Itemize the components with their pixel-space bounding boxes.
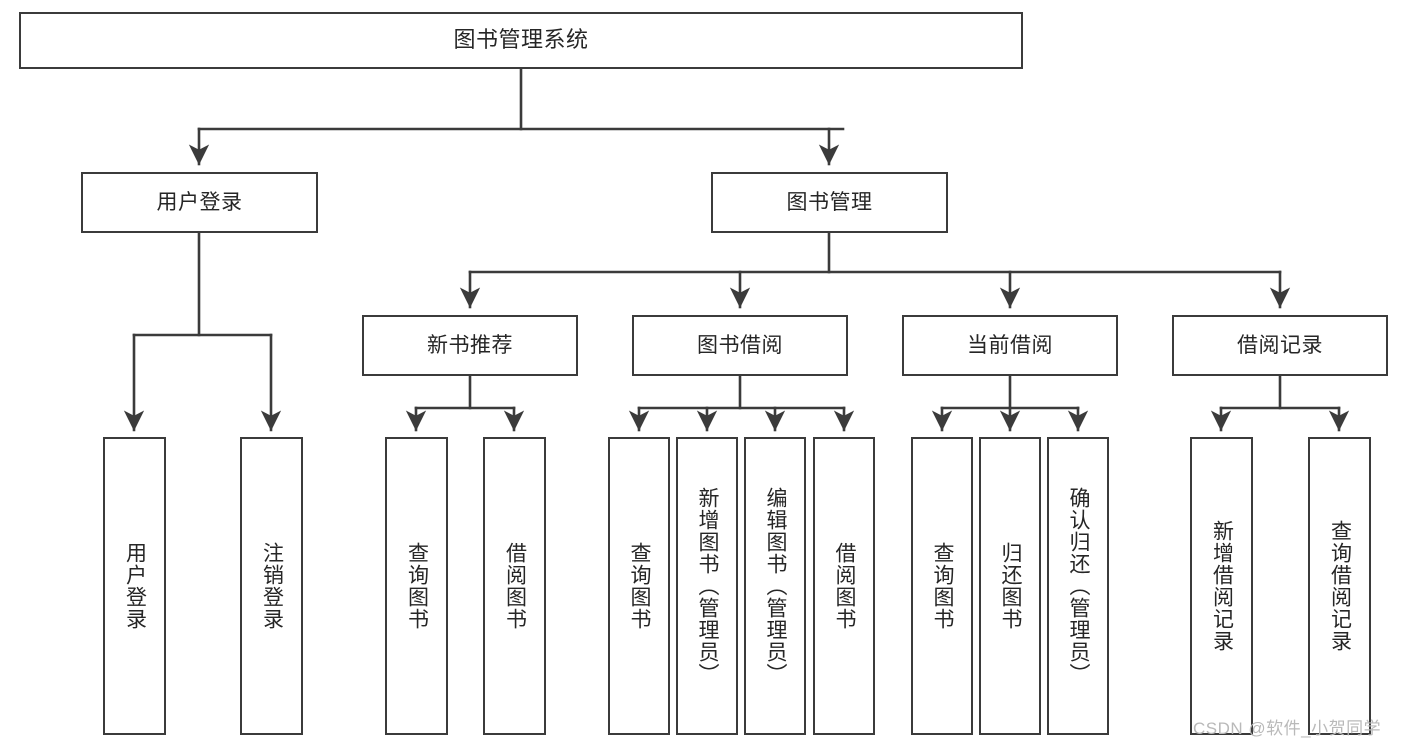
node-label: 查询借阅记录 — [1328, 520, 1352, 652]
leaf-query-book-borrow[interactable]: 查询图书 — [608, 437, 670, 735]
leaf-logout[interactable]: 注销登录 — [240, 437, 303, 735]
node-label: 编辑图书（管理员） — [764, 487, 788, 685]
node-label: 用户登录 — [156, 190, 243, 214]
node-label: 新增借阅记录 — [1210, 520, 1234, 652]
leaf-edit-book-admin[interactable]: 编辑图书（管理员） — [744, 437, 806, 735]
node-label: 归还图书 — [999, 542, 1023, 630]
node-user-login[interactable]: 用户登录 — [81, 172, 318, 233]
leaf-add-book-admin[interactable]: 新增图书（管理员） — [676, 437, 738, 735]
node-label: 借阅图书 — [503, 542, 527, 630]
node-borrow-records[interactable]: 借阅记录 — [1172, 315, 1388, 376]
node-book-borrow[interactable]: 图书借阅 — [632, 315, 848, 376]
node-label: 借阅记录 — [1237, 333, 1323, 357]
leaf-user-login[interactable]: 用户登录 — [103, 437, 166, 735]
leaf-query-book-recommend[interactable]: 查询图书 — [385, 437, 448, 735]
node-current-borrow[interactable]: 当前借阅 — [902, 315, 1118, 376]
leaf-confirm-return-admin[interactable]: 确认归还（管理员） — [1047, 437, 1109, 735]
node-label: 借阅图书 — [833, 542, 857, 630]
node-label: 确认归还（管理员） — [1067, 487, 1091, 685]
leaf-return-book[interactable]: 归还图书 — [979, 437, 1041, 735]
leaf-query-borrow-record[interactable]: 查询借阅记录 — [1308, 437, 1371, 735]
node-label: 查询图书 — [931, 542, 955, 630]
node-label: 新增图书（管理员） — [696, 487, 720, 685]
node-label: 图书借阅 — [697, 333, 783, 357]
node-label: 用户登录 — [123, 542, 147, 630]
node-label: 查询图书 — [628, 542, 652, 630]
node-label: 新书推荐 — [427, 333, 513, 357]
leaf-query-book-current[interactable]: 查询图书 — [911, 437, 973, 735]
leaf-borrow-book[interactable]: 借阅图书 — [813, 437, 875, 735]
node-label: 注销登录 — [260, 542, 284, 630]
node-book-management[interactable]: 图书管理 — [711, 172, 948, 233]
node-label: 查询图书 — [405, 542, 429, 630]
node-new-book-recommend[interactable]: 新书推荐 — [362, 315, 578, 376]
leaf-borrow-book-recommend[interactable]: 借阅图书 — [483, 437, 546, 735]
leaf-add-borrow-record[interactable]: 新增借阅记录 — [1190, 437, 1253, 735]
node-label: 图书管理 — [786, 190, 873, 214]
node-label: 当前借阅 — [967, 333, 1053, 357]
csdn-watermark: CSDN @软件_小贺同学 — [1193, 719, 1382, 738]
node-root-system[interactable]: 图书管理系统 — [19, 12, 1023, 69]
node-label: 图书管理系统 — [453, 27, 589, 53]
